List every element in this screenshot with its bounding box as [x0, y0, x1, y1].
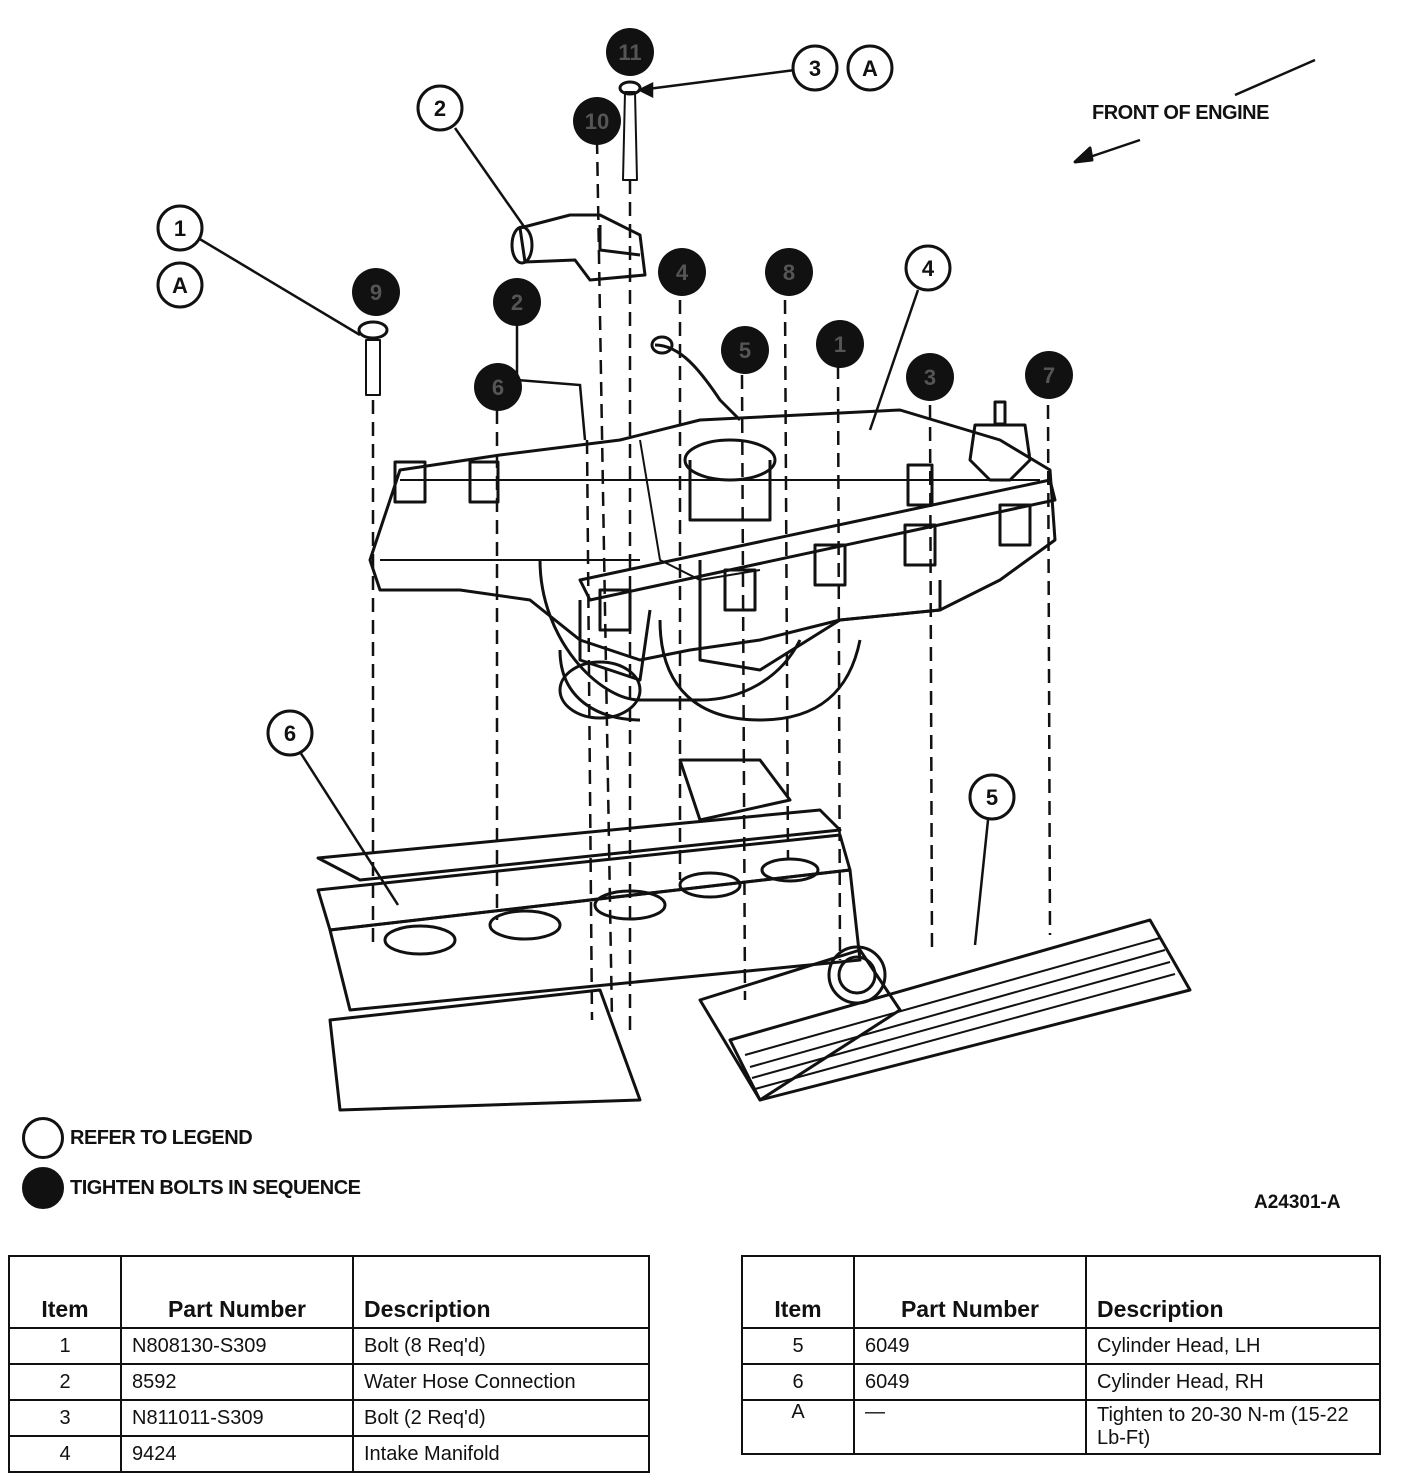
leader-lines: [197, 68, 990, 946]
svg-text:3: 3: [924, 365, 936, 390]
header-part-number: Part Number: [853, 1255, 1087, 1329]
open-circle-icon: [22, 1117, 64, 1159]
callout-refer-1: 1: [156, 204, 204, 252]
legend-sequence-text: TIGHTEN BOLTS IN SEQUENCE: [70, 1176, 361, 1199]
callout-refer-4: 4: [904, 244, 952, 292]
figure-id: A24301-A: [1254, 1192, 1341, 1213]
svg-text:A: A: [862, 56, 878, 81]
svg-text:3: 3: [809, 56, 821, 81]
callout-refer-2: 2: [416, 84, 464, 132]
svg-text:5: 5: [739, 338, 751, 363]
svg-text:1: 1: [174, 216, 186, 241]
svg-text:8: 8: [783, 260, 795, 285]
cell-part-number: 6049: [853, 1327, 1087, 1365]
header-part-number: Part Number: [120, 1255, 354, 1329]
bolt-center-lines: [371, 139, 1052, 1030]
cell-part-number: 6049: [853, 1363, 1087, 1401]
svg-text:10: 10: [585, 109, 609, 134]
header-item: Item: [741, 1255, 855, 1329]
legend-refer: REFER TO LEGEND: [22, 1116, 253, 1160]
svg-text:1: 1: [834, 332, 846, 357]
svg-text:5: 5: [986, 785, 998, 810]
cell-part-number: 9424: [120, 1435, 354, 1473]
cell-description: Cylinder Head, RH: [1085, 1363, 1381, 1401]
table-header-row: Item Part Number Description: [8, 1255, 650, 1329]
svg-text:9: 9: [370, 280, 382, 305]
table-row: A — Tighten to 20-30 N-m (15-22 Lb-Ft): [741, 1399, 1381, 1455]
cell-item: 6: [741, 1363, 855, 1401]
callout-refer-5: 5: [968, 773, 1016, 821]
sequence-3: 3: [906, 353, 954, 401]
sequence-6: 6: [474, 363, 522, 411]
callout-refer-6: 6: [266, 709, 314, 757]
legend-sequence: TIGHTEN BOLTS IN SEQUENCE: [22, 1166, 361, 1210]
svg-text:6: 6: [492, 375, 504, 400]
sequence-7: 7: [1025, 351, 1073, 399]
callout-refer-a: A: [846, 44, 894, 92]
cell-part-number: 8592: [120, 1363, 354, 1401]
cell-item: A: [741, 1399, 855, 1455]
cell-item: 2: [8, 1363, 122, 1401]
callout-refer-3: 3: [791, 44, 839, 92]
front-of-engine-label: FRONT OF ENGINE: [1092, 102, 1269, 124]
svg-text:4: 4: [676, 260, 689, 285]
sequence-4: 4: [658, 248, 706, 296]
callout-refer-a: A: [156, 261, 204, 309]
header-item: Item: [8, 1255, 122, 1329]
header-description: Description: [352, 1255, 650, 1329]
cell-part-number: —: [853, 1399, 1087, 1455]
cell-part-number: N811011-S309: [120, 1399, 354, 1437]
svg-text:2: 2: [434, 96, 446, 121]
sequence-2: 2: [493, 278, 541, 326]
svg-text:6: 6: [284, 721, 296, 746]
engine-drawing: [316, 58, 1316, 1112]
table-row: 2 8592 Water Hose Connection: [8, 1363, 650, 1401]
cell-item: 4: [8, 1435, 122, 1473]
table-row: 5 6049 Cylinder Head, LH: [741, 1327, 1381, 1365]
cell-description: Cylinder Head, LH: [1085, 1327, 1381, 1365]
parts-table-right: Item Part Number Description 5 6049 Cyli…: [741, 1255, 1381, 1455]
header-description: Description: [1085, 1255, 1381, 1329]
table-row: 1 N808130-S309 Bolt (8 Req'd): [8, 1327, 650, 1365]
sequence-9: 9: [352, 268, 400, 316]
cell-item: 5: [741, 1327, 855, 1365]
table-header-row: Item Part Number Description: [741, 1255, 1381, 1329]
svg-text:7: 7: [1043, 363, 1055, 388]
legend-refer-text: REFER TO LEGEND: [70, 1126, 253, 1149]
cell-description: Tighten to 20-30 N-m (15-22 Lb-Ft): [1085, 1399, 1381, 1455]
cell-item: 3: [8, 1399, 122, 1437]
cell-description: Bolt (2 Req'd): [352, 1399, 650, 1437]
sequence-1: 1: [816, 320, 864, 368]
svg-text:11: 11: [618, 40, 641, 65]
table-row: 4 9424 Intake Manifold: [8, 1435, 650, 1473]
table-row: 6 6049 Cylinder Head, RH: [741, 1363, 1381, 1401]
intake-manifold-diagram: 1 A 2 3 A 4 6 5 11 10 9 2: [156, 28, 1316, 1112]
svg-text:A: A: [172, 273, 188, 298]
cell-description: Water Hose Connection: [352, 1363, 650, 1401]
sequence-5: 5: [721, 326, 769, 374]
parts-table-left: Item Part Number Description 1 N808130-S…: [8, 1255, 650, 1473]
filled-circle-icon: [22, 1167, 64, 1209]
sequence-11: 11: [606, 28, 654, 76]
svg-text:4: 4: [922, 256, 935, 281]
cell-part-number: N808130-S309: [120, 1327, 354, 1365]
table-row: 3 N811011-S309 Bolt (2 Req'd): [8, 1399, 650, 1437]
sequence-8: 8: [765, 248, 813, 296]
cell-item: 1: [8, 1327, 122, 1365]
cell-description: Bolt (8 Req'd): [352, 1327, 650, 1365]
sequence-10: 10: [573, 97, 621, 145]
cell-description: Intake Manifold: [352, 1435, 650, 1473]
svg-text:2: 2: [511, 290, 523, 315]
